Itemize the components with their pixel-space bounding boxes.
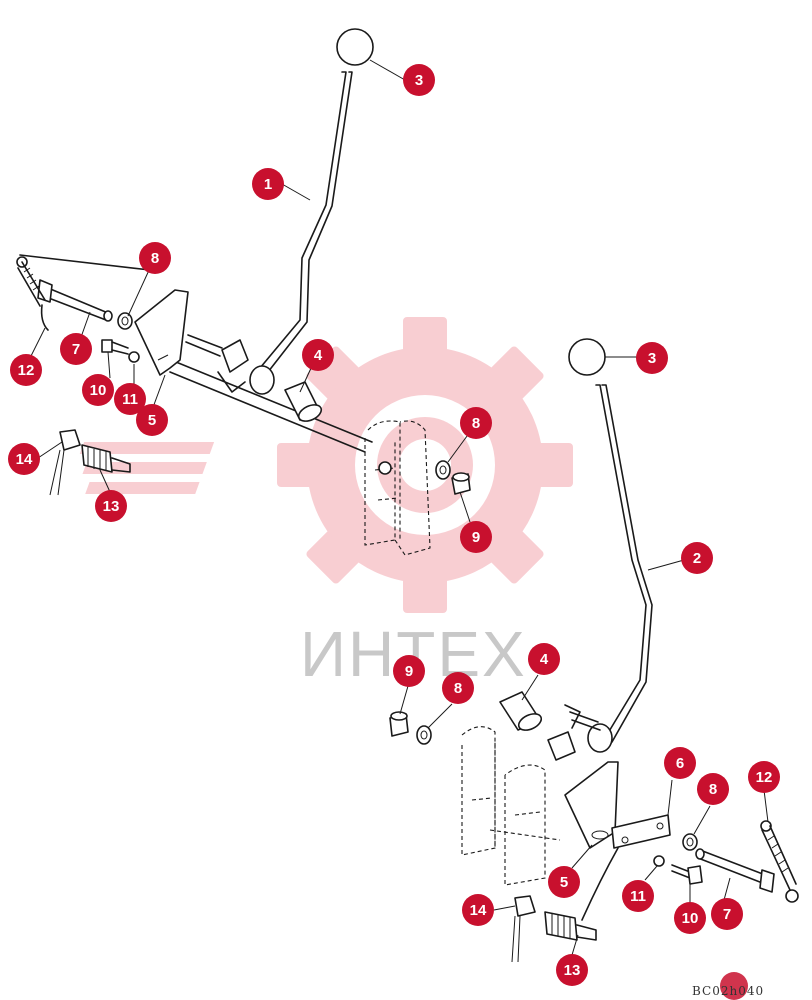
svg-text:9: 9 [405, 663, 413, 680]
bracket-upper [134, 289, 189, 376]
callout: 11 [114, 383, 146, 415]
lever-1 [259, 71, 347, 369]
callout: 10 [674, 902, 706, 934]
callout: 13 [95, 490, 127, 522]
svg-text:10: 10 [90, 382, 107, 399]
callout: 11 [622, 880, 654, 912]
callout: 12 [748, 761, 780, 793]
svg-text:12: 12 [18, 362, 35, 379]
callout: 3 [403, 64, 435, 96]
spring-upper [17, 261, 46, 307]
svg-text:12: 12 [756, 769, 773, 786]
svg-text:4: 4 [314, 347, 323, 364]
callout: 8 [697, 773, 729, 805]
svg-text:5: 5 [560, 874, 568, 891]
callout: 8 [442, 672, 474, 704]
code-marker [720, 972, 748, 1000]
drawing-code: BC02h040 [692, 984, 764, 998]
svg-text:14: 14 [470, 902, 487, 919]
callout: 4 [302, 339, 334, 371]
bracket-lower [564, 761, 619, 849]
callout: 5 [136, 404, 168, 436]
svg-text:5: 5 [148, 412, 156, 429]
callout: 12 [10, 354, 42, 386]
knob-lower [568, 338, 606, 376]
hub-lower [587, 723, 613, 753]
svg-text:7: 7 [723, 906, 731, 923]
svg-text:13: 13 [103, 498, 120, 515]
svg-text:3: 3 [415, 72, 423, 89]
svg-text:2: 2 [693, 550, 701, 567]
svg-text:3: 3 [648, 350, 656, 367]
callout: 8 [139, 242, 171, 274]
knob-upper [336, 28, 374, 66]
svg-text:10: 10 [682, 910, 699, 927]
svg-text:8: 8 [151, 250, 159, 267]
fastener-upper [378, 461, 392, 475]
switch-connector-lower [514, 895, 536, 917]
upper-assembly [16, 28, 471, 556]
svg-text:9: 9 [472, 529, 480, 546]
svg-text:6: 6 [676, 755, 684, 772]
svg-text:14: 14 [16, 451, 33, 468]
callout: 3 [636, 342, 668, 374]
svg-text:11: 11 [122, 391, 138, 408]
callout: 7 [711, 898, 743, 930]
svg-text:4: 4 [540, 651, 549, 668]
callout: 7 [60, 333, 92, 365]
leader-lines [29, 59, 769, 956]
callout: 4 [528, 643, 560, 675]
callout: 1 [252, 168, 284, 200]
callout: 8 [460, 407, 492, 439]
callout: 10 [82, 374, 114, 406]
washer-upper-right [435, 460, 451, 480]
svg-text:8: 8 [472, 415, 480, 432]
plate-lower [611, 814, 671, 849]
callout: 6 [664, 747, 696, 779]
callout: 9 [460, 521, 492, 553]
callout: 9 [393, 655, 425, 687]
callout: 14 [8, 443, 40, 475]
svg-text:11: 11 [630, 888, 646, 905]
switch-connector-upper [59, 429, 81, 451]
washer-upper [117, 312, 133, 330]
washer-lower-left [416, 725, 432, 745]
callout: 13 [556, 954, 588, 986]
svg-text:8: 8 [454, 680, 462, 697]
callout: 14 [462, 894, 494, 926]
switch-body-upper [81, 444, 113, 473]
svg-text:8: 8 [709, 781, 717, 798]
svg-text:13: 13 [564, 962, 581, 979]
svg-text:7: 7 [72, 341, 80, 358]
washer-lower-right [682, 833, 698, 851]
callout: 5 [548, 866, 580, 898]
svg-text:1: 1 [264, 176, 272, 193]
callouts: 3 1 8 7 12 10 11 5 4 8 9 14 13 3 2 4 9 8… [8, 64, 780, 986]
lower-assembly [389, 338, 799, 963]
frame-lower-dashed [461, 726, 561, 886]
callout: 2 [681, 542, 713, 574]
spring-lower [761, 825, 797, 891]
switch-body-lower [544, 911, 578, 941]
hub-upper [249, 365, 275, 395]
lever-2 [595, 384, 647, 739]
